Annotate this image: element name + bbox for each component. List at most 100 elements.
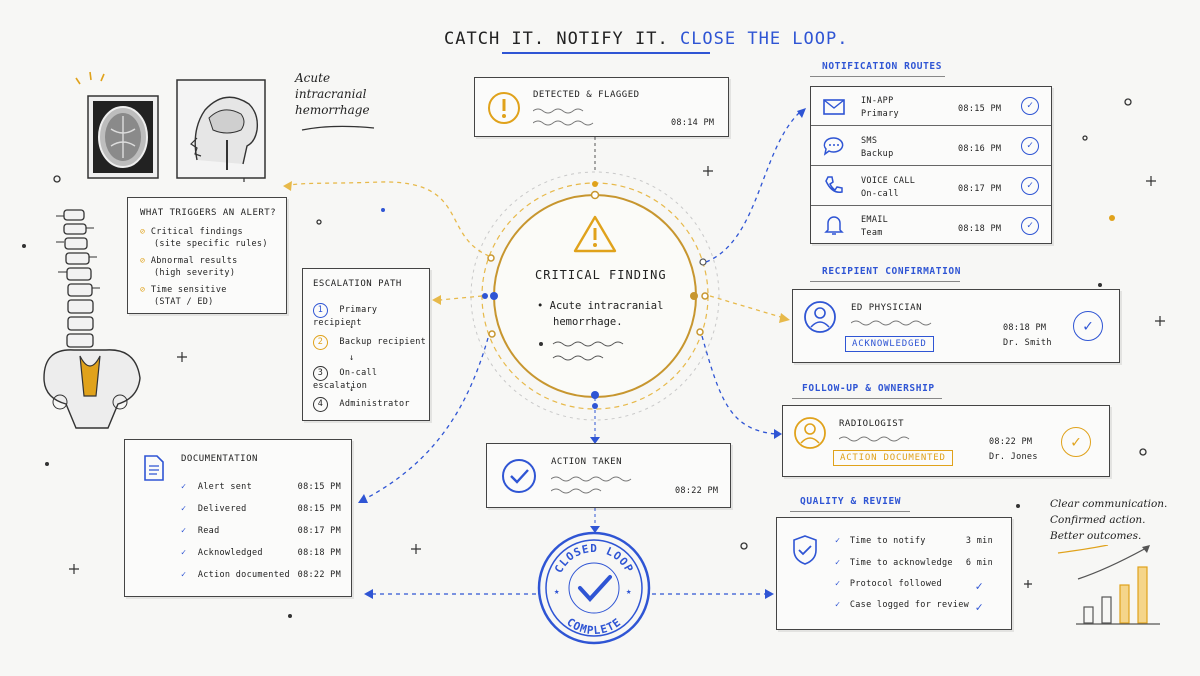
title-part-a: CATCH IT. NOTIFY IT.	[444, 29, 669, 49]
route-sub: Team	[861, 228, 883, 238]
doc-row-time: 08:17 PM	[297, 526, 341, 536]
doc-row: ✓ Delivered 08:15 PM	[181, 504, 341, 514]
check-circle-icon: ✓	[1021, 137, 1039, 155]
quality-row-value: 3 min	[965, 536, 993, 546]
scribble-text	[851, 320, 932, 326]
scribble-text	[839, 436, 910, 442]
escalation-step-3: 3 On-call escalation	[313, 366, 429, 391]
quality-row-value: 6 min	[965, 558, 993, 568]
confirmation-name: Dr. Smith	[1003, 338, 1052, 348]
routes-heading-underline	[810, 76, 945, 77]
check-circle-icon: ✓	[1061, 427, 1091, 457]
route-sub: Backup	[861, 149, 894, 159]
alert-triggers-panel: WHAT TRIGGERS AN ALERT? ⊘ Critical findi…	[127, 197, 287, 314]
check-circle-icon: ✓	[1021, 177, 1039, 195]
escalation-step-2: 2 Backup recipient	[313, 335, 426, 350]
shield-check-icon	[793, 535, 817, 565]
followup-role: RADIOLOGIST	[839, 419, 905, 429]
check-circle-icon: ✓	[181, 570, 187, 580]
doc-row-label: Delivered	[197, 504, 247, 514]
trigger-item-1-l2: (site specific rules)	[154, 239, 268, 249]
escalation-path-panel: ESCALATION PATH 1 Primary recipient ↓ 2 …	[302, 268, 430, 421]
critical-finding-heading: CRITICAL FINDING	[535, 268, 667, 282]
followup-card: RADIOLOGIST ACTION DOCUMENTED 08:22 PM D…	[782, 405, 1110, 477]
quality-row: ✓ Case logged for review ✓	[835, 600, 993, 614]
check-circle-icon	[502, 459, 536, 493]
escalation-step-1: 1 Primary recipient	[313, 303, 429, 328]
action-taken-card: ACTION TAKEN 08:22 PM	[486, 443, 731, 508]
step-number-badge: 1	[313, 303, 328, 318]
step-label: Administrator	[339, 399, 410, 409]
confirmation-heading: RECIPIENT CONFIRMATION	[822, 266, 962, 277]
critical-finding-bullet: • Acute intracranial hemorrhage.	[537, 298, 663, 330]
check-circle-icon: ✓	[181, 482, 187, 492]
quality-row: ✓ Protocol followed ✓	[835, 579, 993, 593]
trigger-item-3-l1: Time sensitive	[150, 285, 227, 295]
confirmation-time: 08:18 PM	[1003, 323, 1047, 333]
step-arrow: ↓	[349, 321, 355, 331]
step-label: Backup recipient	[339, 337, 427, 347]
check-circle-icon: ⊘	[140, 256, 146, 266]
user-avatar-icon	[794, 417, 826, 449]
caption-underline	[301, 125, 375, 131]
documentation-panel: DOCUMENTATION ✓ Alert sent 08:15 PM ✓ De…	[124, 439, 352, 597]
check-circle-icon: ✓	[835, 600, 841, 610]
followup-heading: FOLLOW-UP & OWNERSHIP	[802, 383, 935, 394]
doc-row-time: 08:15 PM	[297, 482, 341, 492]
trigger-item-2-l2: (high severity)	[154, 268, 236, 278]
acknowledged-badge: ACKNOWLEDGED	[845, 336, 934, 352]
step-number-badge: 3	[313, 366, 328, 381]
step-label: On-call escalation	[313, 368, 378, 391]
doc-row-label: Acknowledged	[197, 548, 263, 558]
notification-routes-panel: IN-APP Primary 08:15 PM ✓ SMS Backup 08:…	[810, 86, 1052, 244]
alert-circle-icon	[488, 92, 520, 124]
check-circle-icon: ✓	[1021, 217, 1039, 235]
quality-row-value: ✓	[975, 579, 983, 593]
recipient-confirmation-card: ED PHYSICIAN ACKNOWLEDGED 08:18 PM Dr. S…	[792, 289, 1120, 363]
detected-flagged-card: DETECTED & FLAGGED 08:14 PM	[474, 77, 729, 137]
confirmation-heading-underline	[810, 281, 960, 282]
stamp-top-text: CLOSED LOOP	[552, 542, 635, 575]
step-arrow: ↓	[349, 353, 355, 363]
quality-row: ✓ Time to acknowledge 6 min	[835, 558, 993, 568]
trigger-item-3: ⊘ Time sensitive (STAT / ED)	[140, 284, 227, 308]
quality-row-label: Protocol followed	[849, 579, 942, 589]
svg-text:CLOSED LOOP: CLOSED LOOP	[552, 542, 636, 575]
check-circle-icon: ✓	[181, 526, 187, 536]
check-circle-icon: ✓	[181, 504, 187, 514]
route-time: 08:18 PM	[958, 224, 1002, 234]
document-icon	[144, 455, 164, 481]
scribble-text	[533, 108, 594, 126]
doc-row: ✓ Acknowledged 08:18 PM	[181, 548, 341, 558]
detected-heading: DETECTED & FLAGGED	[533, 90, 640, 100]
outcomes-bar-sketch	[1057, 545, 1160, 625]
route-time: 08:16 PM	[958, 144, 1002, 154]
tagline-line1: Clear communication.	[1050, 498, 1168, 510]
phone-icon	[825, 176, 843, 194]
trigger-item-1: ⊘ Critical findings (site specific rules…	[140, 226, 268, 250]
head-sagittal-illustration	[176, 79, 266, 179]
quality-review-panel: ✓ Time to notify 3 min ✓ Time to acknowl…	[776, 517, 1012, 630]
route-sub: Primary	[861, 109, 899, 119]
route-sub: On-call	[861, 189, 899, 199]
action-documented-badge: ACTION DOCUMENTED	[833, 450, 953, 466]
detected-time: 08:14 PM	[671, 118, 715, 128]
doc-row-label: Read	[197, 526, 220, 536]
brain-scan-illustration	[87, 95, 159, 179]
doc-row-time: 08:22 PM	[297, 570, 341, 580]
escalation-heading: ESCALATION PATH	[313, 279, 402, 289]
route-name: SMS	[861, 136, 878, 146]
svg-text:COMPLETE: COMPLETE	[564, 615, 624, 637]
tagline-line2: Confirmed action.	[1050, 514, 1146, 526]
check-circle-icon: ✓	[1021, 97, 1039, 115]
closed-loop-stamp: CLOSED LOOP COMPLETE ★★	[537, 531, 651, 645]
imaging-caption: Acute intracranial hemorrhage	[295, 70, 370, 118]
step-number-badge: 2	[313, 335, 328, 350]
escalation-step-4: 4 Administrator	[313, 397, 410, 412]
critical-bullet-line1: Acute intracranial	[549, 300, 664, 312]
trigger-item-2-l1: Abnormal results	[150, 256, 238, 266]
title-underline	[502, 52, 710, 54]
check-circle-icon: ✓	[181, 548, 187, 558]
check-circle-icon: ✓	[835, 536, 841, 546]
tagline-line3: Better outcomes.	[1050, 530, 1142, 542]
